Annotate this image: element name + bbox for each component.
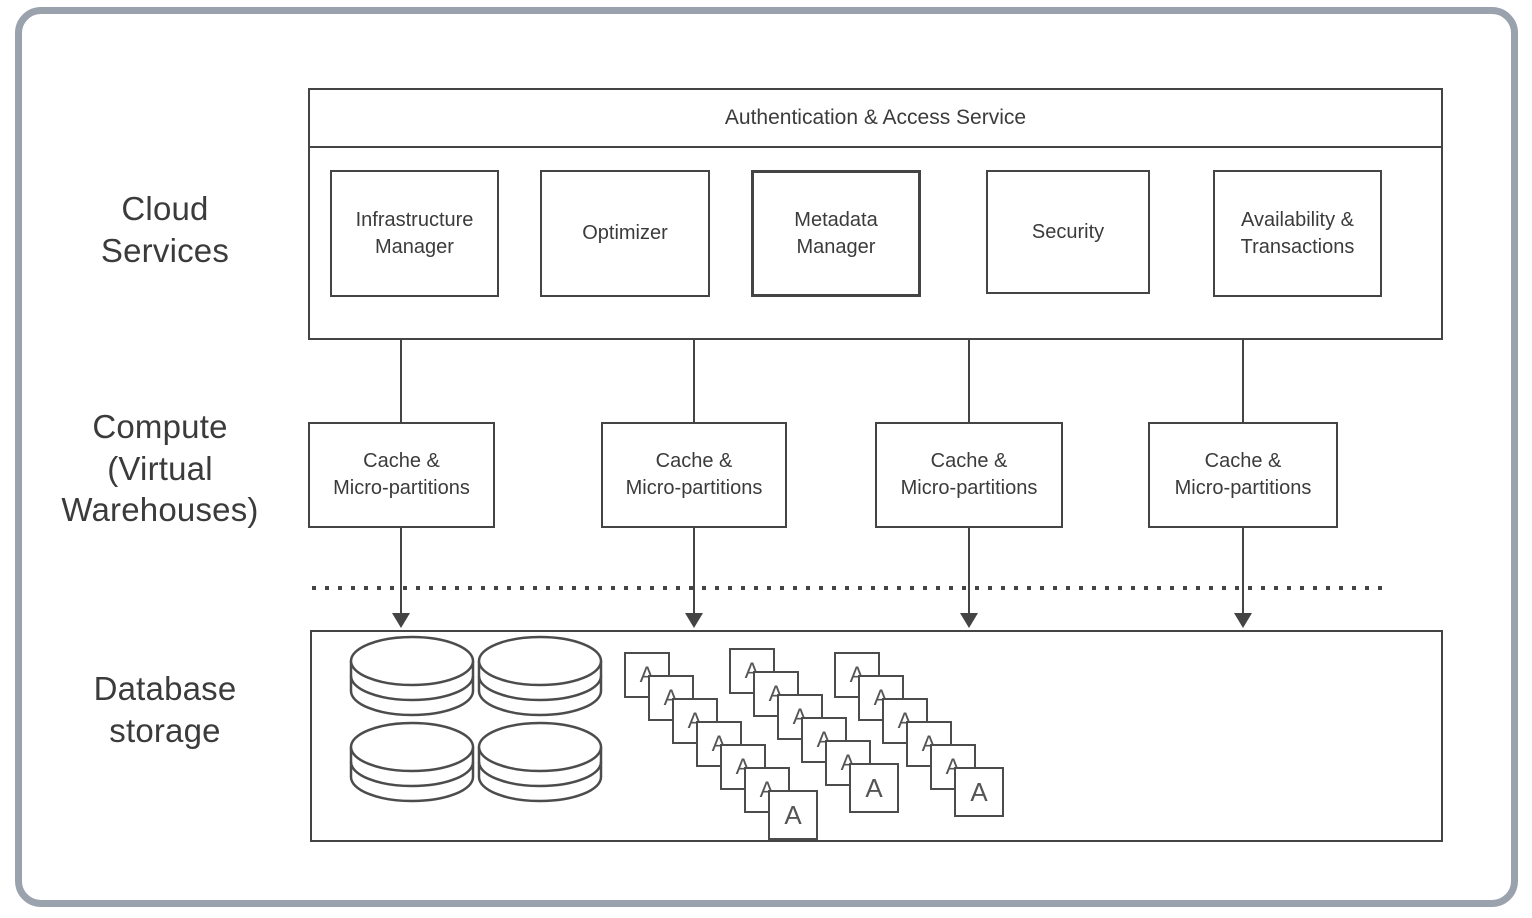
arrow-line bbox=[400, 528, 402, 614]
disk-icon bbox=[476, 634, 604, 718]
arrow-line bbox=[693, 528, 695, 614]
arrow-down-icon bbox=[1234, 613, 1252, 628]
dotted-separator bbox=[312, 586, 1388, 590]
label-database-storage: Database storage bbox=[93, 670, 237, 749]
disk-icon bbox=[348, 634, 476, 718]
label-compute: Compute (Virtual Warehouses) bbox=[61, 408, 259, 529]
warehouse-box-4: Cache & Micro-partitions bbox=[1148, 422, 1338, 528]
warehouse-box-3: Cache & Micro-partitions bbox=[875, 422, 1063, 528]
service-box-availability-transactions: Availability & Transactions bbox=[1213, 170, 1382, 297]
connector-line bbox=[1242, 339, 1244, 422]
micro-partition-file: A bbox=[768, 790, 818, 840]
connector-line bbox=[400, 339, 402, 422]
arrow-down-icon bbox=[960, 613, 978, 628]
connector-line bbox=[693, 339, 695, 422]
micro-partition-file: A bbox=[954, 767, 1004, 817]
arrow-down-icon bbox=[685, 613, 703, 628]
warehouse-box-2: Cache & Micro-partitions bbox=[601, 422, 787, 528]
cloud-services-box: Authentication & Access Service Infrastr… bbox=[308, 88, 1443, 340]
service-box-infrastructure-manager: Infrastructure Manager bbox=[330, 170, 499, 297]
service-box-metadata-manager: Metadata Manager bbox=[751, 170, 921, 297]
disk-icon bbox=[348, 720, 476, 804]
label-cloud-services: Cloud Services bbox=[100, 190, 230, 269]
auth-access-service-bar: Authentication & Access Service bbox=[310, 90, 1441, 148]
disk-icon bbox=[476, 720, 604, 804]
arrow-line bbox=[968, 528, 970, 614]
micro-partition-file: A bbox=[849, 763, 899, 813]
arrow-down-icon bbox=[392, 613, 410, 628]
service-box-security: Security bbox=[986, 170, 1150, 294]
service-box-optimizer: Optimizer bbox=[540, 170, 710, 297]
connector-line bbox=[968, 339, 970, 422]
arrow-line bbox=[1242, 528, 1244, 614]
warehouse-box-1: Cache & Micro-partitions bbox=[308, 422, 495, 528]
